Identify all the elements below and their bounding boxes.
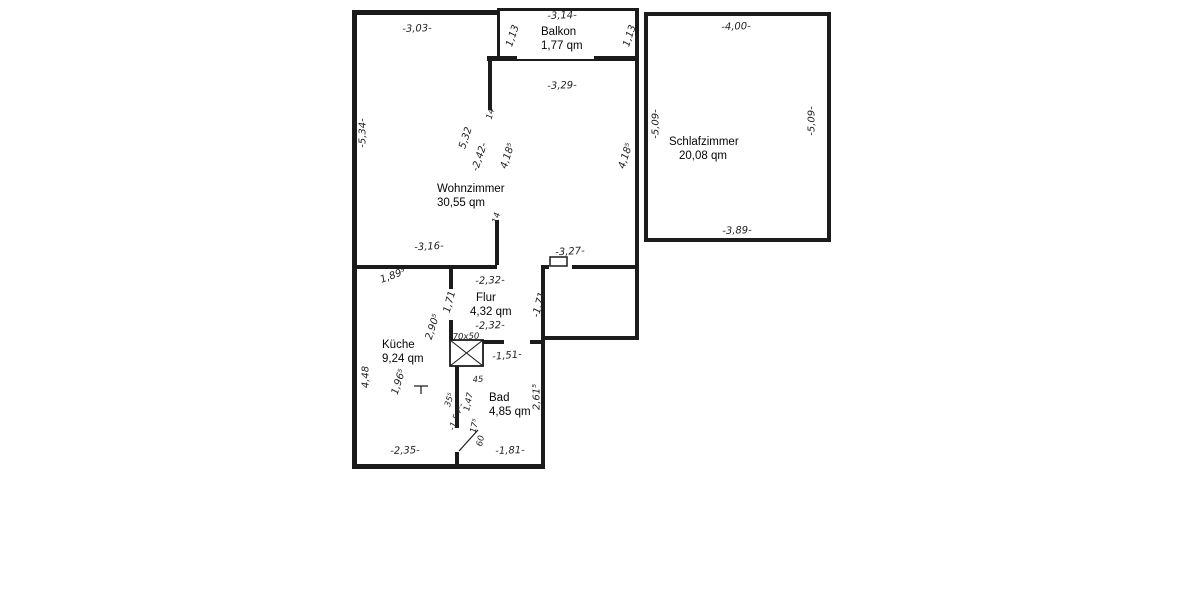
- dim-label: -2,35-: [390, 444, 420, 458]
- room-area: 30,55 qm: [437, 197, 485, 209]
- room-label-kueche: Küche 9,24 qm: [382, 338, 424, 366]
- dim-label: -3,89-: [722, 224, 752, 238]
- dim-label: -2,32-: [475, 319, 505, 333]
- dim-label: -1,81-: [495, 444, 525, 458]
- walls-group: [352, 8, 831, 469]
- dim-label: -5,09-: [650, 109, 662, 139]
- room-name: Küche: [382, 339, 415, 351]
- room-area: 20,08 qm: [679, 150, 727, 162]
- entry-door-sill: [549, 256, 568, 267]
- dim-label: -4,00-: [721, 20, 751, 34]
- room-name: Balkon: [541, 26, 577, 38]
- room-label-wohnzimmer: Wohnzimmer 30,55 qm: [437, 182, 505, 210]
- room-area: 4,32 qm: [470, 306, 512, 318]
- room-label-flur: Flur 4,32 qm: [470, 291, 512, 319]
- room-label-schlafzimmer: Schlafzimmer 20,08 qm: [669, 135, 739, 163]
- dim-label: 4,48: [360, 365, 372, 389]
- dim-label: -3,14-: [547, 9, 577, 23]
- room-area: 1,77 qm: [541, 40, 583, 52]
- dim-label: 45: [472, 374, 484, 386]
- room-label-balkon: Balkon 1,77 qm: [541, 25, 583, 53]
- room-name: Schlafzimmer: [669, 136, 739, 148]
- room-area: 4,85 qm: [489, 406, 531, 418]
- dim-label: 2,61⁵: [531, 383, 543, 411]
- room-label-bad: Bad 4,85 qm: [489, 391, 531, 419]
- kitchen-fixture-mark: [414, 385, 428, 394]
- dim-label: -3,29-: [547, 79, 577, 93]
- dim-label: -3,27-: [554, 245, 586, 259]
- room-name: Flur: [476, 292, 496, 304]
- dim-label: 70x50: [452, 331, 480, 343]
- bad-door-leaf: [458, 429, 479, 452]
- room-area: 9,24 qm: [382, 353, 424, 365]
- dim-label: -2,32-: [475, 274, 505, 288]
- utility-shaft: [449, 339, 484, 367]
- room-name: Bad: [489, 392, 510, 404]
- dim-label: -3,16-: [413, 240, 445, 254]
- dim-label: -3,03-: [402, 22, 432, 36]
- dim-label: -5,34-: [357, 118, 369, 148]
- dim-label: -5,09-: [806, 106, 818, 136]
- room-name: Wohnzimmer: [437, 183, 505, 195]
